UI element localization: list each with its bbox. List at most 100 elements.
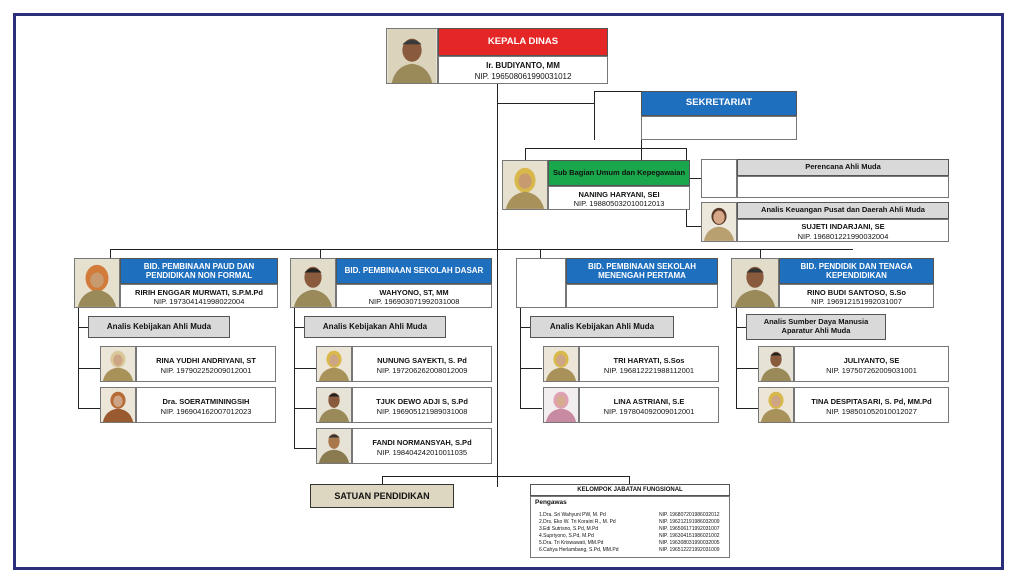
staff-info: LINA ASTRIANI, S.E NIP. 1978040920090120… xyxy=(579,387,719,423)
staff-info: TINA DESPITASARI, S. Pd, MM.Pd NIP. 1985… xyxy=(794,387,949,423)
bid-tendik-title: BID. PENDIDIK DAN TENAGA KEPENDIDIKAN xyxy=(779,258,934,284)
staff-photo xyxy=(543,346,579,382)
perencana-info xyxy=(737,176,949,198)
bid-tendik-photo xyxy=(731,258,779,308)
staff-name: LINA ASTRIANI, S.E xyxy=(613,397,685,406)
bid-tendik-analis: Analis Sumber Daya Manusia Aparatur Ahli… xyxy=(746,314,886,340)
kepala-nip: NIP. 196508061990031012 xyxy=(474,72,572,81)
staff-photo xyxy=(100,346,136,382)
fungsional-row-name: 1.Dra. Sri Wahyuni PW, M. Pd xyxy=(539,512,606,518)
kepala-info: Ir. BUDIYANTO, MM NIP. 19650806199003101… xyxy=(438,56,608,84)
person-female-icon xyxy=(503,161,547,209)
analis-keuangan-photo xyxy=(701,202,737,242)
staff-name: Dra. SOERATMININGSIH xyxy=(162,397,250,406)
staff-nip: NIP. 196904162007012023 xyxy=(160,407,252,416)
analis-keuangan-name: SUJETI INDARJANI, SE xyxy=(801,222,885,231)
staff-info: TJUK DEWO ADJI S, S.Pd NIP. 196905121989… xyxy=(352,387,492,423)
staff-photo xyxy=(758,387,794,423)
person-female-icon xyxy=(75,259,119,307)
person-female-icon xyxy=(101,347,135,381)
subbag-nip: NIP. 198805032010012013 xyxy=(573,199,665,208)
bid-smp-analis: Analis Kebijakan Ahli Muda xyxy=(530,316,674,338)
fungsional-row-name: 4.Supriyono, S.Pd, M.Pd xyxy=(539,533,594,539)
bid-paud-analis: Analis Kebijakan Ahli Muda xyxy=(88,316,230,338)
person-male-icon xyxy=(317,429,351,463)
fungsional-row-nip: NIP. 196308031990032005 xyxy=(659,540,720,546)
bid-paud-info: RIRIH ENGGAR MURWATI, S.P.M.Pd NIP. 1973… xyxy=(120,284,278,308)
staff-info: Dra. SOERATMININGSIH NIP. 19690416200701… xyxy=(136,387,276,423)
satuan-pendidikan: SATUAN PENDIDIKAN xyxy=(310,484,454,508)
bid-tendik-nip: NIP. 196912151992031007 xyxy=(811,297,902,306)
person-male-icon xyxy=(759,347,793,381)
person-female-icon xyxy=(317,347,351,381)
staff-name: JULIYANTO, SE xyxy=(843,356,900,365)
fungsional-row-nip: NIP. 196807201986032012 xyxy=(659,512,720,518)
staff-nip: NIP. 197206262008012009 xyxy=(376,366,468,375)
person-male-icon xyxy=(317,388,351,422)
bid-paud-nip: NIP. 197304141998022004 xyxy=(153,297,245,306)
staff-photo xyxy=(316,387,352,423)
person-female-icon xyxy=(544,347,578,381)
perencana-title: Perencana Ahli Muda xyxy=(737,159,949,176)
bid-sd-info: WAHYONO, ST, MM NIP. 196903071992031008 xyxy=(336,284,492,308)
person-male-icon xyxy=(291,259,335,307)
analis-keuangan-nip: NIP. 196801221990032004 xyxy=(797,232,889,241)
staff-nip: NIP. 197507262009031001 xyxy=(826,366,917,375)
fungsional-subtitle: Pengawas xyxy=(535,499,567,506)
bid-tendik-name: RINO BUDI SANTOSO, S.So xyxy=(806,288,907,297)
subbag-photo xyxy=(502,160,548,210)
staff-name: TJUK DEWO ADJI S, S.Pd xyxy=(376,397,468,406)
fungsional-body: Pengawas 1.Dra. Sri Wahyuni PW, M. Pd NI… xyxy=(530,496,730,558)
perencana-photo-slot xyxy=(701,159,737,198)
staff-name: NUNUNG SAYEKTI, S. Pd xyxy=(377,356,467,365)
staff-name: FANDI NORMANSYAH, S.Pd xyxy=(372,438,472,447)
staff-photo xyxy=(316,428,352,464)
staff-nip: NIP. 197902252009012001 xyxy=(160,366,252,375)
sekretariat-title: SEKRETARIAT xyxy=(641,91,797,116)
staff-nip: NIP. 197804092009012001 xyxy=(603,407,695,416)
fungsional-row-nip: NIP. 196304151986021002 xyxy=(659,533,720,539)
bid-smp-info xyxy=(566,284,718,308)
staff-name: TRI HARYATI, S.Sos xyxy=(613,356,685,365)
staff-nip: NIP. 198501052010012027 xyxy=(826,407,917,416)
staff-photo xyxy=(758,346,794,382)
bid-sd-name: WAHYONO, ST, MM xyxy=(379,288,449,297)
person-female-icon xyxy=(544,388,578,422)
subbag-name: NANING HARYANI, SEI xyxy=(578,190,660,199)
staff-photo xyxy=(316,346,352,382)
page-frame xyxy=(13,13,1004,570)
person-male-icon xyxy=(387,29,437,83)
staff-nip: NIP. 196812221988112001 xyxy=(603,366,695,375)
fungsional-title: KELOMPOK JABATAN FUNGSIONAL xyxy=(530,484,730,496)
person-female-icon xyxy=(101,388,135,422)
staff-name: TINA DESPITASARI, S. Pd, MM.Pd xyxy=(811,397,932,406)
fungsional-row-nip: NIP. 196506171992031007 xyxy=(659,526,720,532)
fungsional-row-name: 6.Cahya Herlambang, S.Pd, MM.Pd xyxy=(539,547,619,553)
bid-tendik-info: RINO BUDI SANTOSO, S.So NIP. 19691215199… xyxy=(779,284,934,308)
bid-sd-analis: Analis Kebijakan Ahli Muda xyxy=(304,316,446,338)
person-male-icon xyxy=(732,259,778,307)
person-female-icon xyxy=(759,388,793,422)
staff-name: RINA YUDHI ANDRIYANI, ST xyxy=(156,356,256,365)
fungsional-row-nip: NIP. 196212191986032009 xyxy=(659,519,720,525)
staff-photo xyxy=(100,387,136,423)
bid-smp-title: BID. PEMBINAAN SEKOLAH MENENGAH PERTAMA xyxy=(566,258,718,284)
fungsional-row-name: 5.Dra. Tri Kriswawati, MM.Pd xyxy=(539,540,604,546)
bid-sd-title: BID. PEMBINAAN SEKOLAH DASAR xyxy=(336,258,492,284)
staff-nip: NIP. 196905121989031008 xyxy=(376,407,468,416)
subbag-info: NANING HARYANI, SEI NIP. 198805032010012… xyxy=(548,186,690,210)
bid-paud-name: RIRIH ENGGAR MURWATI, S.P.M.Pd xyxy=(135,288,263,297)
analis-keuangan-title: Analis Keuangan Pusat dan Daerah Ahli Mu… xyxy=(737,202,949,219)
staff-info: NUNUNG SAYEKTI, S. Pd NIP. 1972062620080… xyxy=(352,346,492,382)
staff-nip: NIP. 198404242010011035 xyxy=(376,448,468,457)
kepala-photo xyxy=(386,28,438,84)
bid-sd-photo xyxy=(290,258,336,308)
staff-info: RINA YUDHI ANDRIYANI, ST NIP. 1979022520… xyxy=(136,346,276,382)
person-female-icon xyxy=(702,203,736,241)
kepala-title: KEPALA DINAS xyxy=(438,28,608,56)
staff-info: TRI HARYATI, S.Sos NIP. 1968122219881120… xyxy=(579,346,719,382)
subbag-title: Sub Bagian Umum dan Kepegawaian xyxy=(548,160,690,186)
analis-keuangan-info: SUJETI INDARJANI, SE NIP. 19680122199003… xyxy=(737,219,949,242)
bid-paud-title: BID. PEMBINAAN PAUD DAN PENDIDIKAN NON F… xyxy=(120,258,278,284)
sekretariat-info xyxy=(641,116,797,140)
